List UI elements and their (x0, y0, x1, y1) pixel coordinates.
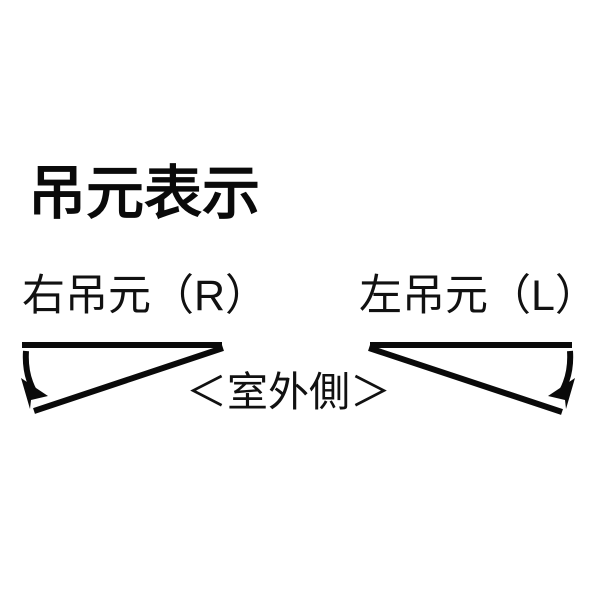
left-hinge-panel (368, 342, 575, 415)
left-hinge-label: 左吊元（L） (359, 272, 598, 320)
right-hinge-label: 右吊元（R） (22, 272, 269, 320)
outside-side-label: ＜室外側＞ (186, 369, 391, 415)
page-title: 吊元表示 (28, 161, 261, 226)
left-panel-arrowhead-icon (548, 378, 575, 409)
right-panel-arrowhead-icon (21, 378, 48, 409)
right-hinge-panel (21, 342, 224, 414)
right-panel-swing-line (33, 345, 224, 414)
left-panel-swing-line (368, 345, 563, 415)
